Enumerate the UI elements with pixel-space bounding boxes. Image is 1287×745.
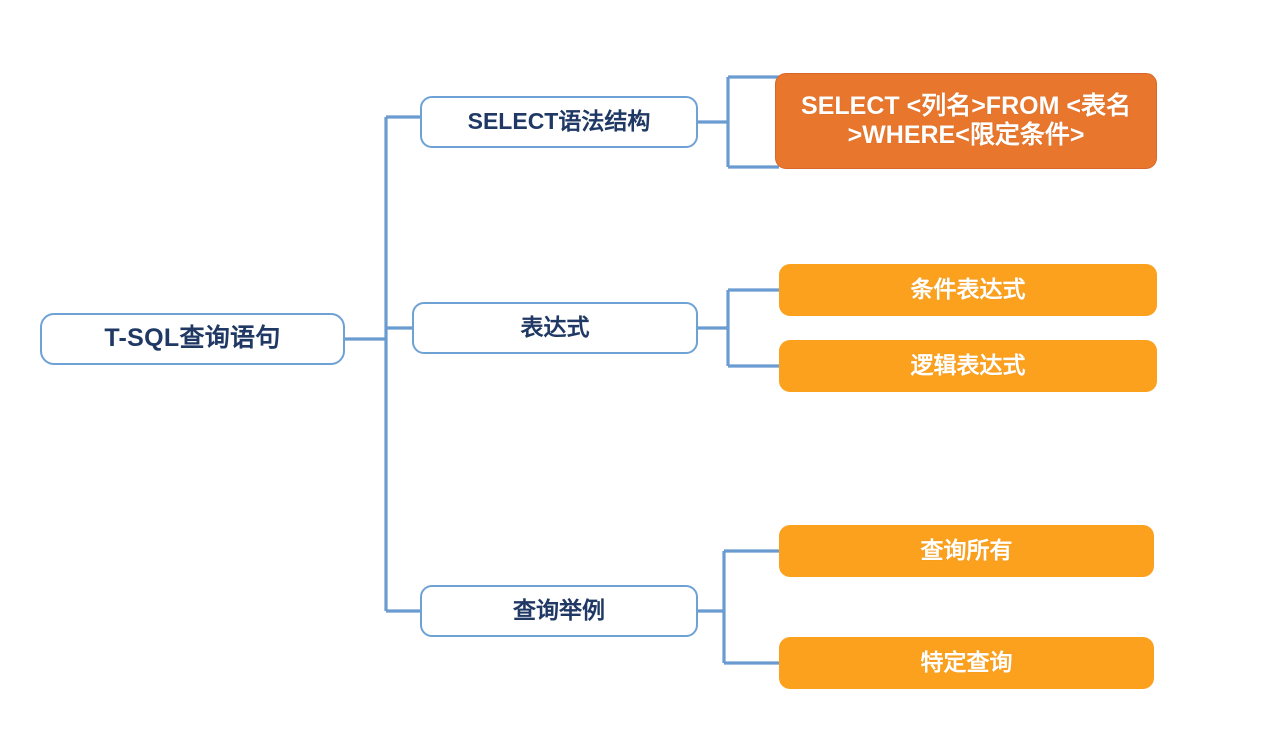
- leaf-node-label: SELECT <列名>FROM <表名>WHERE<限定条件>: [801, 91, 1131, 150]
- leaf-node-label: 逻辑表达式: [910, 352, 1026, 379]
- root-node-label: T-SQL查询语句: [104, 324, 281, 353]
- leaf-node-specific-query[interactable]: 特定查询: [779, 637, 1154, 689]
- branch-node-label: 表达式: [520, 314, 590, 341]
- branch-node-expression[interactable]: 表达式: [412, 302, 698, 354]
- leaf-node-query-all[interactable]: 查询所有: [779, 525, 1154, 577]
- leaf-node-logical-expression[interactable]: 逻辑表达式: [779, 340, 1157, 392]
- leaf-node-conditional-expression[interactable]: 条件表达式: [779, 264, 1157, 316]
- leaf-node-label: 查询所有: [920, 537, 1013, 564]
- root-node[interactable]: T-SQL查询语句: [40, 313, 345, 365]
- branch-node-select-syntax[interactable]: SELECT语法结构: [420, 96, 698, 148]
- leaf-node-label: 条件表达式: [910, 276, 1026, 303]
- branch-node-label: SELECT语法结构: [467, 108, 651, 135]
- leaf-node-select-statement[interactable]: SELECT <列名>FROM <表名>WHERE<限定条件>: [775, 73, 1157, 169]
- branch-node-label: 查询举例: [513, 597, 605, 624]
- leaf-node-label: 特定查询: [920, 649, 1013, 676]
- branch-node-query-examples[interactable]: 查询举例: [420, 585, 698, 637]
